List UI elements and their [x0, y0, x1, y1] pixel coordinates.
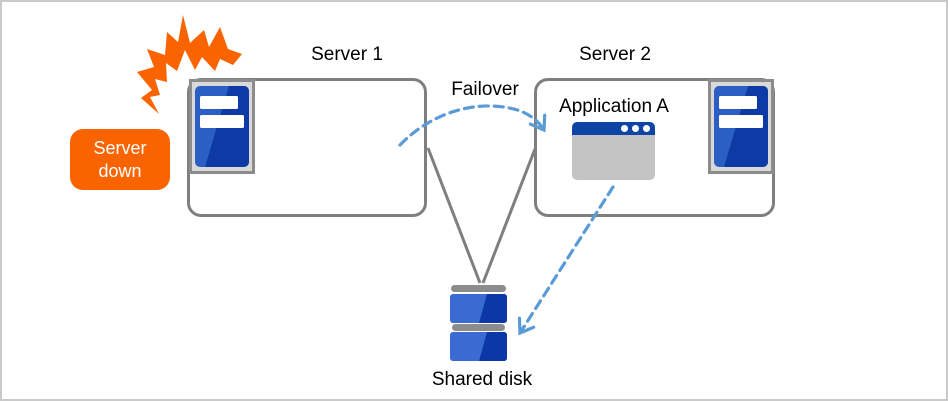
server-down-badge-line2: down [98, 160, 142, 181]
server2-label: Server 2 [579, 44, 651, 65]
server-tower-icon-1 [189, 79, 255, 174]
app-window-titlebar [572, 122, 655, 135]
window-dot-icon [632, 125, 639, 132]
server-down-badge: Server down [70, 129, 170, 190]
window-dot-icon [643, 125, 650, 132]
server-down-badge-line1: Server [93, 137, 147, 158]
app-window-icon [572, 122, 655, 180]
shared-disk-label: Shared disk [431, 369, 533, 390]
window-dot-icon [621, 125, 628, 132]
app-window-body [572, 135, 655, 180]
server1-to-disk-line [426, 147, 482, 284]
server1-label: Server 1 [311, 44, 383, 65]
failover-label: Failover [451, 79, 519, 100]
server2-to-disk-line [481, 148, 537, 284]
server-tower-icon-2 [708, 79, 774, 174]
application-label: Application A [559, 96, 669, 117]
disk-stack-icon [450, 285, 507, 361]
